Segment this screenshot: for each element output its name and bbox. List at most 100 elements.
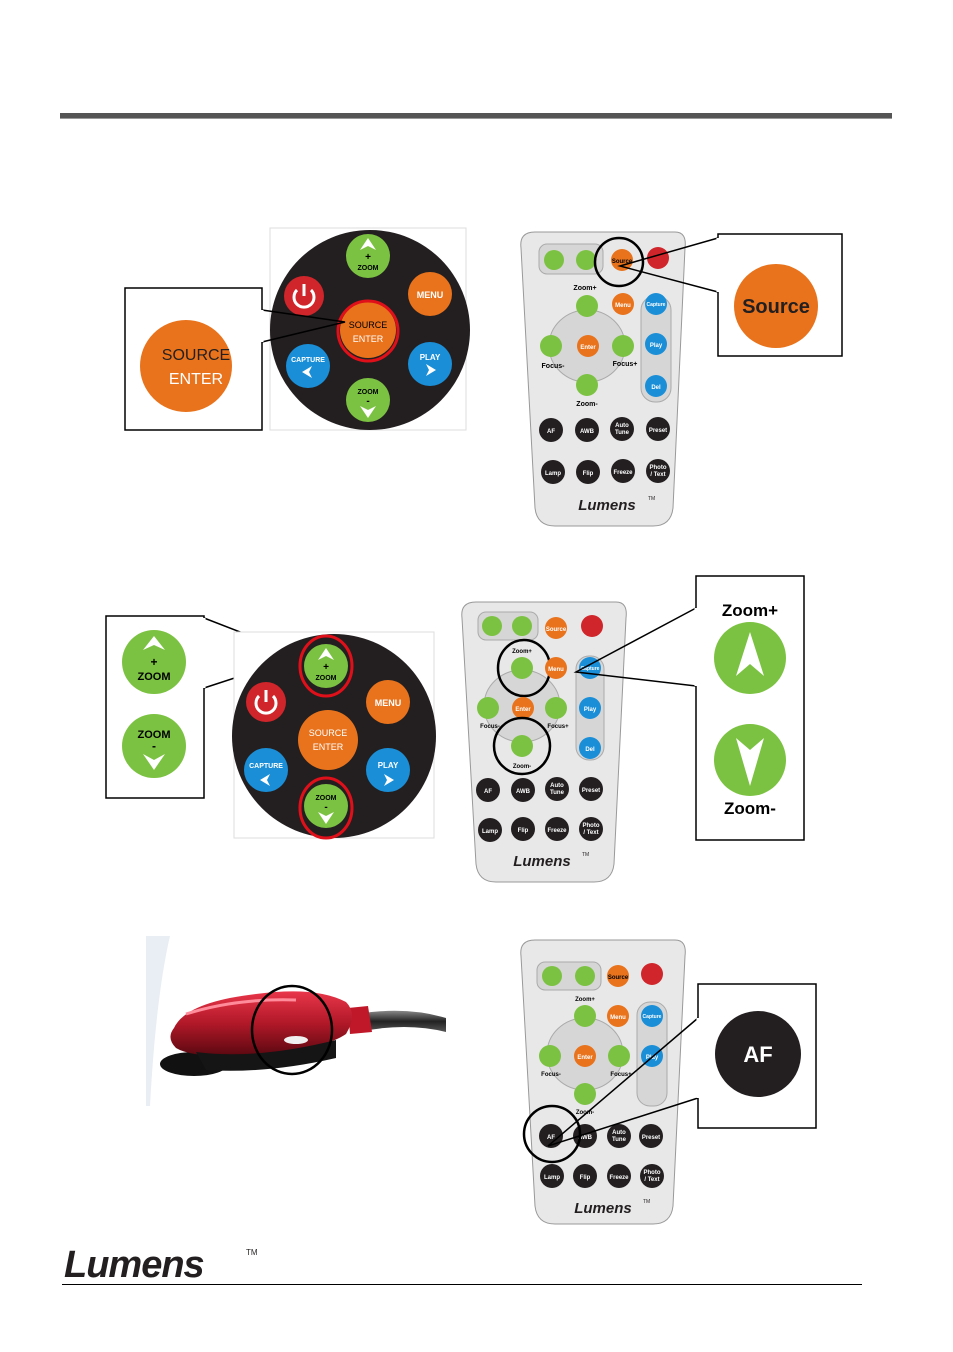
remote-focus-plus-label: Focus+ bbox=[613, 361, 638, 368]
menu-key-label: MENU bbox=[417, 290, 444, 300]
remote-autotune-label-2a: Auto bbox=[550, 783, 564, 789]
remote-phototext-label-3b: / Text bbox=[644, 1177, 659, 1183]
remote-phototext-label-2: / Text bbox=[650, 472, 665, 478]
source-label-2: SOURCE bbox=[309, 728, 348, 738]
remote-flip-label-3: Flip bbox=[580, 1175, 591, 1181]
source-enter-key-2[interactable]: SOURCE ENTER bbox=[298, 710, 358, 770]
remote-autotune-key[interactable] bbox=[610, 417, 634, 441]
remote-focus-minus-label: Focus- bbox=[542, 363, 566, 370]
remote-zoom-minus-label-2: Zoom- bbox=[513, 764, 531, 770]
remote-del-label: Del bbox=[651, 385, 661, 391]
remote-zoom-minus-key[interactable] bbox=[576, 374, 598, 396]
remote-preset-label: Preset bbox=[649, 428, 667, 434]
brightness-up-key[interactable] bbox=[576, 250, 596, 270]
play-key[interactable]: PLAY bbox=[408, 342, 452, 386]
menu-key-2[interactable]: MENU bbox=[366, 680, 410, 724]
callout-source-big-text: Source bbox=[742, 296, 810, 318]
remote-phototext-key-3[interactable] bbox=[640, 1164, 664, 1188]
callout-enter-text: ENTER bbox=[169, 371, 223, 388]
footer-rule bbox=[62, 1284, 862, 1285]
play-key-label-2: PLAY bbox=[378, 761, 399, 770]
remote-af-label-2: AF bbox=[484, 789, 492, 795]
remote-brand: Lumens bbox=[578, 497, 636, 514]
brightness-up-key-2[interactable] bbox=[512, 616, 532, 636]
callout-zoom-plus-label: ZOOM bbox=[138, 671, 171, 683]
zoom-plus-symbol: + bbox=[365, 252, 371, 263]
camera-head-photo bbox=[146, 936, 446, 1106]
remote-freeze-label-2: Freeze bbox=[547, 828, 567, 834]
remote-focus-plus-key-2[interactable] bbox=[545, 697, 567, 719]
power-key-2[interactable] bbox=[246, 682, 286, 722]
remote-zoom-plus-label-2: Zoom+ bbox=[512, 649, 532, 655]
remote-autotune-label-1: Auto bbox=[615, 423, 629, 429]
zoom-minus-symbol-2: - bbox=[324, 802, 327, 813]
remote-zoom-minus-label: Zoom- bbox=[576, 401, 598, 408]
remote-lamp-label-3: Lamp bbox=[544, 1175, 560, 1181]
brightness-down-key[interactable] bbox=[544, 250, 564, 270]
zoom-big-callout: Zoom+ Zoom- bbox=[570, 572, 810, 844]
capture-key-label-2: CAPTURE bbox=[249, 763, 283, 770]
remote-awb-label-2: AWB bbox=[516, 789, 531, 795]
capture-key-2[interactable]: CAPTURE bbox=[244, 748, 288, 792]
remote-zoom-plus-key-2[interactable] bbox=[511, 657, 533, 679]
remote-zoom-minus-key-2[interactable] bbox=[511, 735, 533, 757]
zoom-plus-label-2: ZOOM bbox=[316, 675, 337, 682]
remote-phototext-label-1: Photo bbox=[650, 465, 667, 471]
remote-flip-label-2: Flip bbox=[518, 828, 529, 834]
play-key-2[interactable]: PLAY bbox=[366, 748, 410, 792]
remote-menu-label-2: Menu bbox=[548, 667, 564, 673]
callout-zoom-minus-symbol: - bbox=[152, 739, 156, 753]
remote-enter-label-2: Enter bbox=[515, 707, 531, 713]
remote-awb-label: AWB bbox=[580, 429, 595, 435]
callout-source-text: SOURCE bbox=[162, 347, 230, 364]
remote-lamp-label: Lamp bbox=[545, 471, 561, 477]
remote-zoom-plus-label: Zoom+ bbox=[573, 285, 596, 292]
callout-zoom-plus-symbol: + bbox=[150, 655, 157, 669]
enter-label-2: ENTER bbox=[313, 742, 344, 752]
remote-zoom-plus-key[interactable] bbox=[576, 295, 598, 317]
callout-zoom-plus-big-text: Zoom+ bbox=[722, 601, 778, 620]
remote-af-label: AF bbox=[547, 429, 555, 435]
remote-focus-minus-key[interactable] bbox=[540, 335, 562, 357]
footer-tm: TM bbox=[246, 1248, 258, 1257]
remote-freeze-label-3: Freeze bbox=[609, 1175, 629, 1181]
remote-autotune-label-2: Tune bbox=[615, 430, 630, 436]
zoom-minus-label-2: ZOOM bbox=[316, 795, 337, 802]
zoom-plus-symbol-2: + bbox=[323, 662, 329, 673]
play-key-label: PLAY bbox=[420, 353, 441, 362]
remote-phototext-label-3a: Photo bbox=[644, 1170, 661, 1176]
remote-lamp-label-2: Lamp bbox=[482, 829, 498, 835]
zoom-plus-label: ZOOM bbox=[358, 265, 379, 272]
zoom-plus-key[interactable]: + ZOOM bbox=[346, 234, 390, 278]
remote-phototext-key[interactable] bbox=[646, 459, 670, 483]
remote-enter-label: Enter bbox=[580, 345, 596, 351]
remote-brand-3: Lumens bbox=[574, 1200, 632, 1217]
af-callout: AF bbox=[540, 982, 820, 1158]
remote-source-label-2: Source bbox=[546, 627, 567, 633]
control-panel-diagram-2: + ZOOM MENU SOURCE ENTER CAPTURE PLAY ZO… bbox=[228, 630, 440, 840]
menu-key-label-2: MENU bbox=[375, 698, 402, 708]
source-callout: Source bbox=[600, 232, 846, 358]
remote-freeze-label: Freeze bbox=[613, 470, 633, 476]
footer-brand: Lumens bbox=[64, 1244, 204, 1286]
remote-brand-2: Lumens bbox=[513, 853, 571, 870]
zoom-plus-key-2[interactable]: + ZOOM bbox=[304, 644, 348, 688]
source-enter-callout: SOURCE ENTER bbox=[120, 280, 400, 440]
remote-brand-tm: TM bbox=[648, 496, 655, 502]
remote-autotune-key-2[interactable] bbox=[545, 777, 569, 801]
remote-brand-tm-3: TM bbox=[643, 1199, 650, 1205]
footer-logo: Lumens TM bbox=[64, 1244, 204, 1287]
callout-af-big-text: AF bbox=[743, 1042, 772, 1067]
remote-source-label-3: Source bbox=[608, 975, 629, 981]
remote-focus-plus-label-2: Focus+ bbox=[547, 724, 569, 730]
remote-focus-minus-label-2: Focus- bbox=[480, 724, 500, 730]
brightness-down-key-2[interactable] bbox=[482, 616, 502, 636]
top-rule bbox=[60, 113, 892, 119]
remote-autotune-label-2b: Tune bbox=[550, 790, 565, 796]
callout-zoom-minus-big-text: Zoom- bbox=[724, 799, 776, 818]
remote-brand-tm-2: TM bbox=[582, 852, 589, 858]
menu-key[interactable]: MENU bbox=[408, 272, 452, 316]
remote-flip-label: Flip bbox=[583, 471, 594, 477]
zoom-minus-key-2[interactable]: ZOOM - bbox=[304, 784, 348, 828]
remote-focus-minus-key-2[interactable] bbox=[477, 697, 499, 719]
